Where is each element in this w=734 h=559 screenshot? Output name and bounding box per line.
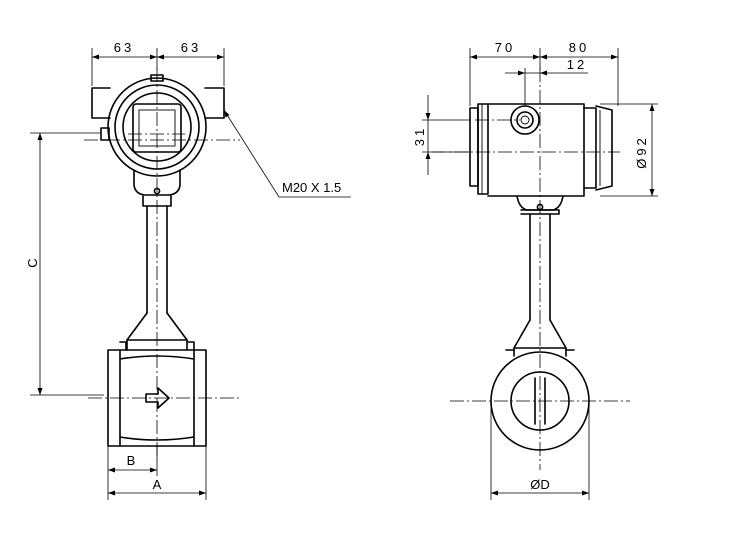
dim-63-left: 63 (114, 40, 134, 55)
dim-70: 70 (495, 40, 515, 55)
dim-31: 31 (412, 126, 427, 146)
dim-diameter-92: Ø92 (634, 135, 649, 169)
dim-thread: M20 X 1.5 (282, 180, 341, 195)
side-dimensions: 70 80 12 31 Ø92 ØD (412, 40, 658, 500)
dim-a: A (153, 477, 162, 492)
dim-12: 12 (567, 57, 587, 72)
front-view (84, 68, 240, 460)
side-view (432, 68, 630, 470)
front-dimensions: 63 63 M20 X 1.5 C B A (25, 40, 351, 500)
dim-diameter-d: ØD (530, 477, 550, 492)
dim-b: B (127, 453, 136, 468)
dim-80: 80 (569, 40, 589, 55)
dim-63-right: 63 (181, 40, 201, 55)
dim-c: C (25, 258, 40, 267)
